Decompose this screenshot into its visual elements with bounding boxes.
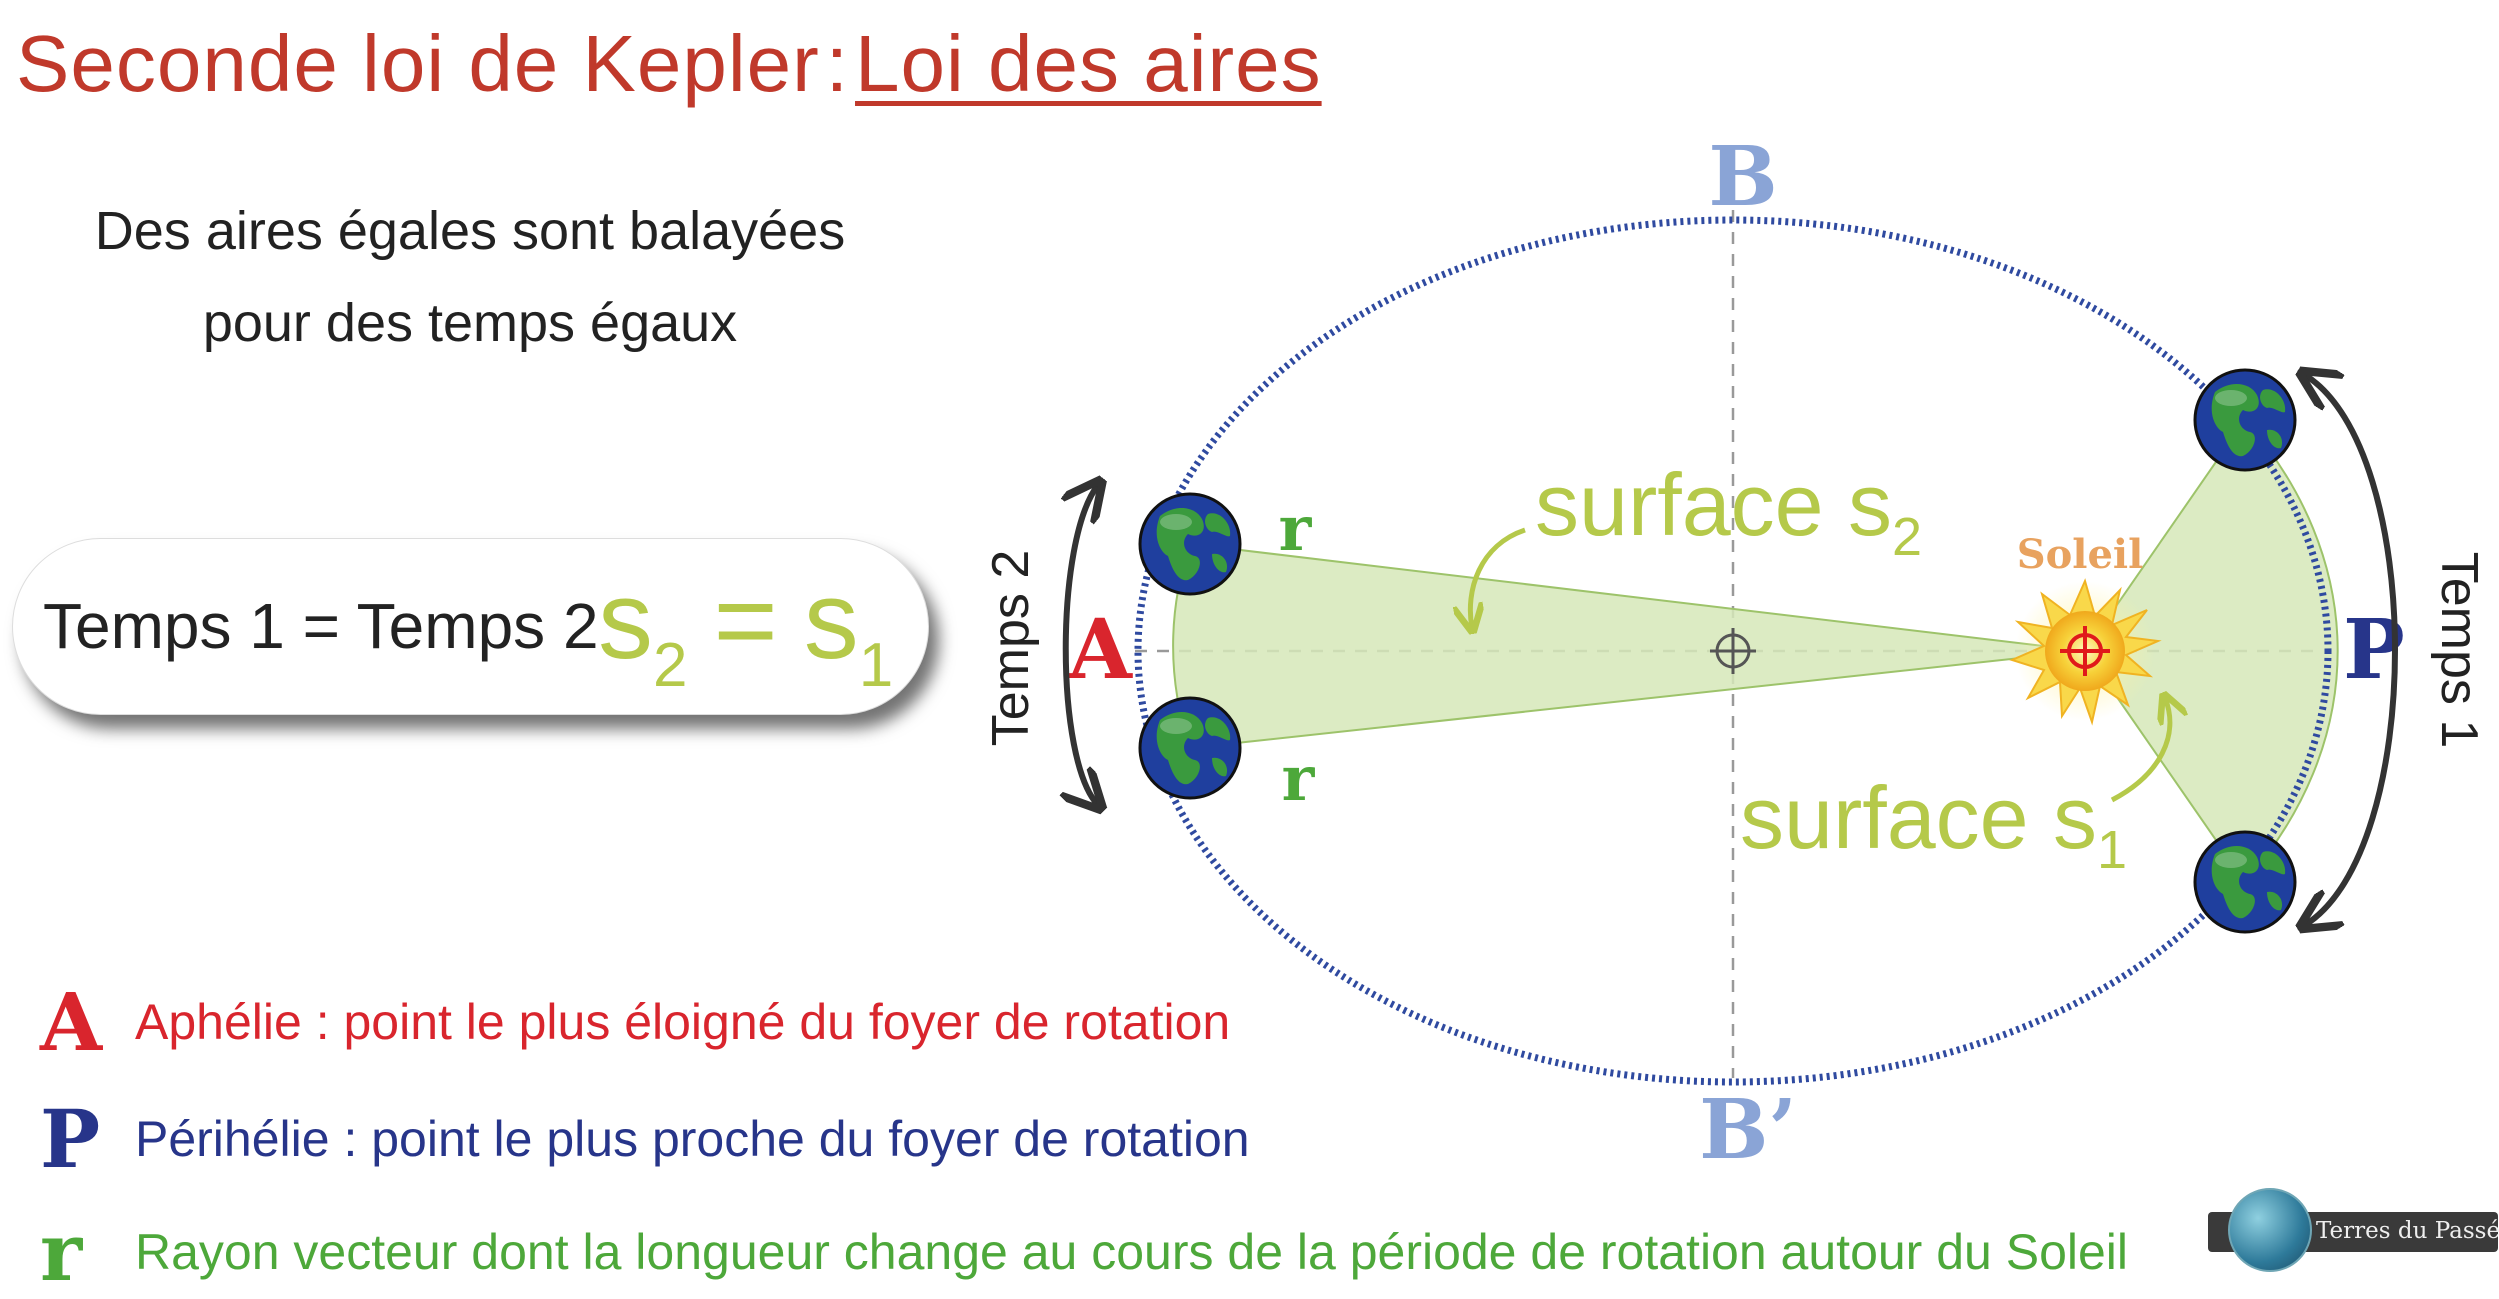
soleil-label: Soleil [2017, 531, 2144, 578]
surface-1-label: surface s1 [1740, 768, 2127, 880]
earth-icon-aphelion-bottom [1138, 696, 1242, 800]
surface-2-label: surface s2 [1535, 455, 1922, 567]
label-a: A [1067, 602, 1133, 698]
legend-letter-a: A [40, 975, 103, 1069]
surface-2-word: surface s [1535, 455, 1892, 554]
sun-icon [2009, 578, 2162, 726]
title-highlight: Loi des aires [855, 19, 1322, 108]
equation-time: Temps 1 = Temps 2 [43, 590, 599, 662]
legend-letter-p: P [40, 1092, 101, 1186]
earth-icon-perihelion-top [2193, 368, 2297, 472]
temps-2-arc [1066, 485, 1098, 805]
legend-text-radius: Rayon vecteur dont la longueur change au… [135, 1224, 2129, 1280]
subtitle-line-2: pour des temps égaux [202, 293, 738, 353]
legend-perihelion: P Périhélie : point le plus proche du foy… [40, 1092, 1250, 1186]
surface-2-sub: 2 [1892, 507, 1922, 567]
surface-2-area [1172, 542, 2086, 750]
eq-s-left: s [598, 559, 653, 682]
legend-aphelion: A Aphélie : point le plus éloigné du foye… [40, 975, 1230, 1069]
ellipse-center-marker [1710, 628, 1756, 674]
eq-s-right: s [803, 559, 859, 682]
legend-text-perihelion: Périhélie : point le plus proche du foye… [135, 1111, 1250, 1167]
legend-letter-r: r [40, 1205, 83, 1299]
legend-radius: r Rayon vecteur dont la longueur change a… [40, 1205, 2128, 1299]
surface-1-pointer [2110, 698, 2170, 803]
logo-text: Terres du Passé [2316, 1218, 2499, 1244]
label-b: B [1708, 129, 1777, 225]
equation-box: Temps 1 = Temps 2 s2=s1 [12, 538, 929, 715]
legend-text-aphelion: Aphélie : point le plus éloigné du foyer… [135, 994, 1231, 1050]
title-main: Seconde loi de Kepler [16, 19, 820, 108]
earth-icon-perihelion-bottom [2193, 830, 2297, 934]
radius-label-top: r [1279, 492, 1313, 565]
brand-logo[interactable]: Terres du Passé [2208, 1188, 2499, 1272]
label-b-prime: B’ [1699, 1082, 1797, 1178]
subtitle: Des aires égales sont balayées pour des … [90, 185, 850, 369]
radius-label-bottom: r [1282, 742, 1316, 815]
globe-icon [2228, 1188, 2312, 1272]
eq-sub-left: 2 [653, 631, 688, 700]
temps-1-label: Temps 1 [2430, 552, 2488, 749]
earth-icon-aphelion-top [1138, 492, 1242, 596]
page-title: Seconde loi de Kepler:Loi des aires [16, 18, 1322, 110]
title-separator: : [825, 19, 850, 108]
temps-1-arc [2305, 375, 2398, 925]
surface-1-word: surface s [1740, 768, 2097, 867]
eq-equals: = [713, 559, 778, 682]
equation-surfaces: s2=s1 [598, 557, 893, 701]
surface-1-sub: 1 [2097, 820, 2127, 880]
surface-2-pointer [1470, 527, 1526, 628]
eq-sub-right: 1 [858, 631, 894, 700]
temps-2-label: Temps 2 [982, 550, 1040, 747]
subtitle-line-1: Des aires égales sont balayées [94, 201, 846, 261]
